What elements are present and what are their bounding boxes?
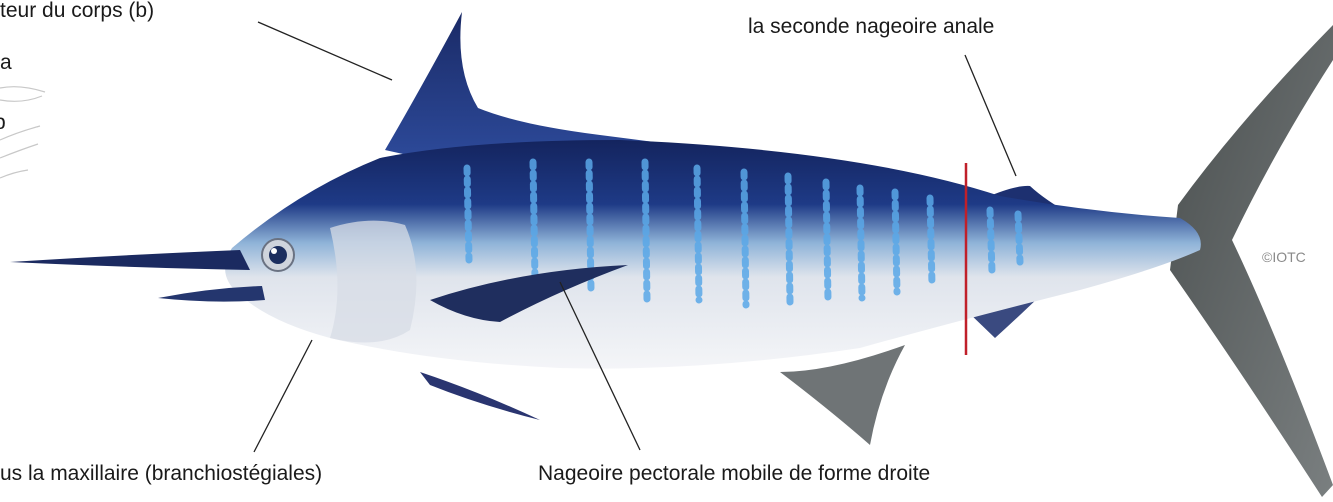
copyright-credit: ©IOTC bbox=[1262, 250, 1306, 264]
label-branchiostegals: us la maxillaire (branchiostégiales) bbox=[0, 463, 322, 484]
bill bbox=[10, 250, 250, 270]
sketch-fragment bbox=[0, 87, 45, 178]
label-second-anal-fin: la seconde nageoire anale bbox=[748, 16, 994, 37]
pupil bbox=[269, 246, 287, 264]
gill-cover bbox=[330, 221, 416, 343]
pelvic-fin bbox=[420, 372, 540, 420]
caudal-fin bbox=[1170, 25, 1333, 497]
label-pectoral-fin: Nageoire pectorale mobile de forme droit… bbox=[538, 463, 930, 484]
label-body-height: teur du corps (b) bbox=[0, 0, 154, 21]
label-fragment-a: a bbox=[0, 52, 12, 73]
anal-fin bbox=[780, 345, 905, 445]
lower-jaw bbox=[158, 286, 265, 302]
dorsal-fin bbox=[385, 12, 700, 160]
label-fragment-b: b bbox=[0, 112, 6, 133]
